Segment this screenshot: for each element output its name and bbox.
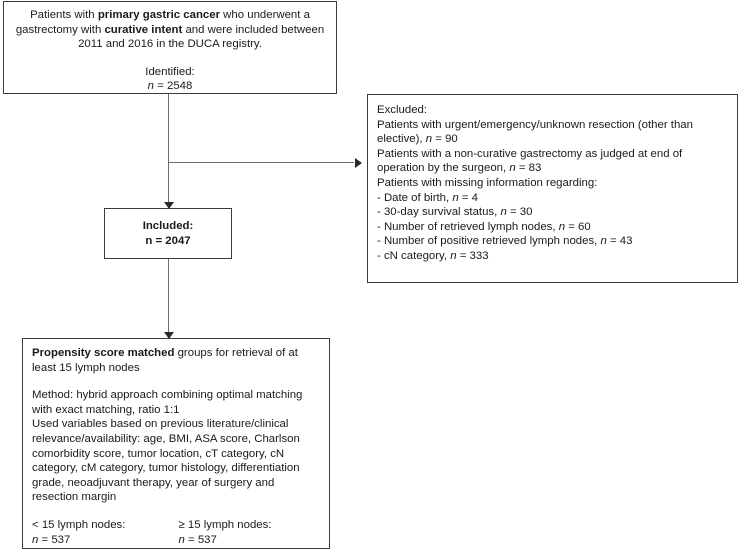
arrowhead-down-included-icon bbox=[163, 202, 174, 209]
excluded-missing-item-4-n-symbol: n bbox=[600, 235, 607, 248]
excluded-missing-item-1-text: - Date of birth, bbox=[377, 191, 453, 204]
connector-included-to-propensity-line bbox=[168, 259, 170, 339]
identified-n-symbol: n bbox=[147, 80, 154, 93]
arrowhead-down-propensity-icon bbox=[163, 332, 174, 339]
connector-identified-to-excluded-line bbox=[168, 162, 354, 164]
identified-count: n = 2548 bbox=[12, 79, 328, 94]
excluded-missing-item-3: - Number of retrieved lymph nodes, n = 6… bbox=[377, 220, 728, 235]
propensity-group-less-n-value: = 537 bbox=[38, 533, 71, 546]
excluded-missing-item-5-n-value: = 333 bbox=[456, 249, 489, 262]
identified-intro-part3: and were included between 2011 and 2016 … bbox=[78, 23, 325, 51]
propensity-group-ge-n-value: = 537 bbox=[184, 533, 217, 546]
excluded-missing-item-2: - 30-day survival status, n = 30 bbox=[377, 205, 728, 220]
excluded-reason-1-n-symbol: n bbox=[425, 133, 433, 146]
identified-intro-text: Patients with primary gastric cancer who… bbox=[12, 8, 328, 52]
excluded-reason-2-text: Patients with a non-curative gastrectomy… bbox=[377, 147, 683, 175]
propensity-spacer bbox=[32, 375, 320, 388]
propensity-heading-bold: Propensity score matched bbox=[32, 347, 175, 359]
excluded-missing-item-1: - Date of birth, n = 4 bbox=[377, 191, 728, 206]
excluded-missing-item-3-n-value: = 60 bbox=[565, 220, 591, 233]
connector-identified-to-included-line bbox=[168, 93, 170, 209]
excluded-missing-item-5-n-symbol: n bbox=[450, 249, 457, 262]
identified-label: Identified: bbox=[145, 65, 195, 78]
excluded-missing-item-4: - Number of positive retrieved lymph nod… bbox=[377, 234, 728, 249]
excluded-reason-1-text: Patients with urgent/emergency/unknown r… bbox=[377, 118, 693, 146]
propensity-group-ge-count: n = 537 bbox=[179, 533, 321, 548]
excluded-missing-item-2-n-symbol: n bbox=[500, 206, 507, 219]
propensity-variables: Used variables based on previous literat… bbox=[32, 418, 300, 504]
excluded-heading: Excluded: bbox=[377, 104, 428, 116]
excluded-missing-item-4-text: - Number of positive retrieved lymph nod… bbox=[377, 235, 601, 248]
excluded-missing-item-2-n-value: = 30 bbox=[506, 206, 533, 219]
identified-intro-part1: Patients with bbox=[30, 9, 98, 21]
propensity-group-ge-label: ≥ 15 lymph nodes: bbox=[178, 518, 272, 531]
excluded-reason-2-n-value: = 83 bbox=[515, 162, 542, 175]
included-box: Included: n = 2047 bbox=[104, 208, 232, 259]
propensity-groups-row: < 15 lymph nodes: n = 537 ≥ 15 lymph nod… bbox=[32, 518, 320, 547]
excluded-reason-2: Patients with a non-curative gastrectomy… bbox=[377, 147, 728, 176]
propensity-group-less-than-15: < 15 lymph nodes: n = 537 bbox=[32, 518, 174, 547]
included-label: Included: bbox=[142, 220, 194, 232]
identified-intro-bold1: primary gastric cancer bbox=[97, 9, 221, 21]
excluded-missing-item-5: - cN category, n = 333 bbox=[377, 249, 728, 264]
identified-intro-part2: who underwent a gastrectomy with bbox=[15, 9, 310, 36]
excluded-reason-2-n-symbol: n bbox=[509, 162, 516, 175]
excluded-missing-item-1-n-value: = 4 bbox=[458, 191, 479, 204]
identified-spacer bbox=[12, 52, 328, 65]
excluded-missing-item-4-n-value: = 43 bbox=[606, 235, 633, 248]
excluded-missing-item-1-n-symbol: n bbox=[452, 191, 459, 204]
propensity-method: Method: hybrid approach combining optima… bbox=[32, 389, 303, 416]
excluded-missing-item-5-text: - cN category, bbox=[377, 249, 451, 262]
identified-intro-bold2: curative intent bbox=[104, 23, 183, 36]
propensity-heading: Propensity score matched groups for retr… bbox=[32, 346, 320, 375]
excluded-missing-item-3-text: - Number of retrieved lymph nodes, bbox=[377, 220, 559, 233]
propensity-group-less-label: < 15 lymph nodes: bbox=[32, 518, 126, 531]
included-count: n = 2047 bbox=[145, 234, 191, 247]
propensity-group-less-count: n = 537 bbox=[32, 533, 174, 548]
propensity-group-ge-n-symbol: n bbox=[178, 533, 185, 546]
excluded-missing-item-2-text: - 30-day survival status, bbox=[377, 206, 501, 219]
excluded-missing-item-3-n-symbol: n bbox=[558, 220, 566, 233]
excluded-reason-1: Patients with urgent/emergency/unknown r… bbox=[377, 118, 728, 147]
excluded-missing-heading: Patients with missing information regard… bbox=[377, 176, 598, 189]
excluded-box: Excluded: Patients with urgent/emergency… bbox=[367, 94, 738, 283]
excluded-reason-1-n-value: = 90 bbox=[432, 133, 458, 146]
identified-box: Patients with primary gastric cancer who… bbox=[3, 1, 337, 94]
propensity-heading-rest: groups for retrieval of at least 15 lymp… bbox=[32, 347, 298, 374]
propensity-group-at-least-15: ≥ 15 lymph nodes: n = 537 bbox=[174, 518, 321, 547]
propensity-score-matched-box: Propensity score matched groups for retr… bbox=[22, 338, 330, 549]
arrowhead-right-excluded-icon bbox=[355, 157, 362, 168]
propensity-group-less-n-symbol: n bbox=[32, 533, 39, 546]
identified-n-value: = 2548 bbox=[154, 80, 193, 93]
